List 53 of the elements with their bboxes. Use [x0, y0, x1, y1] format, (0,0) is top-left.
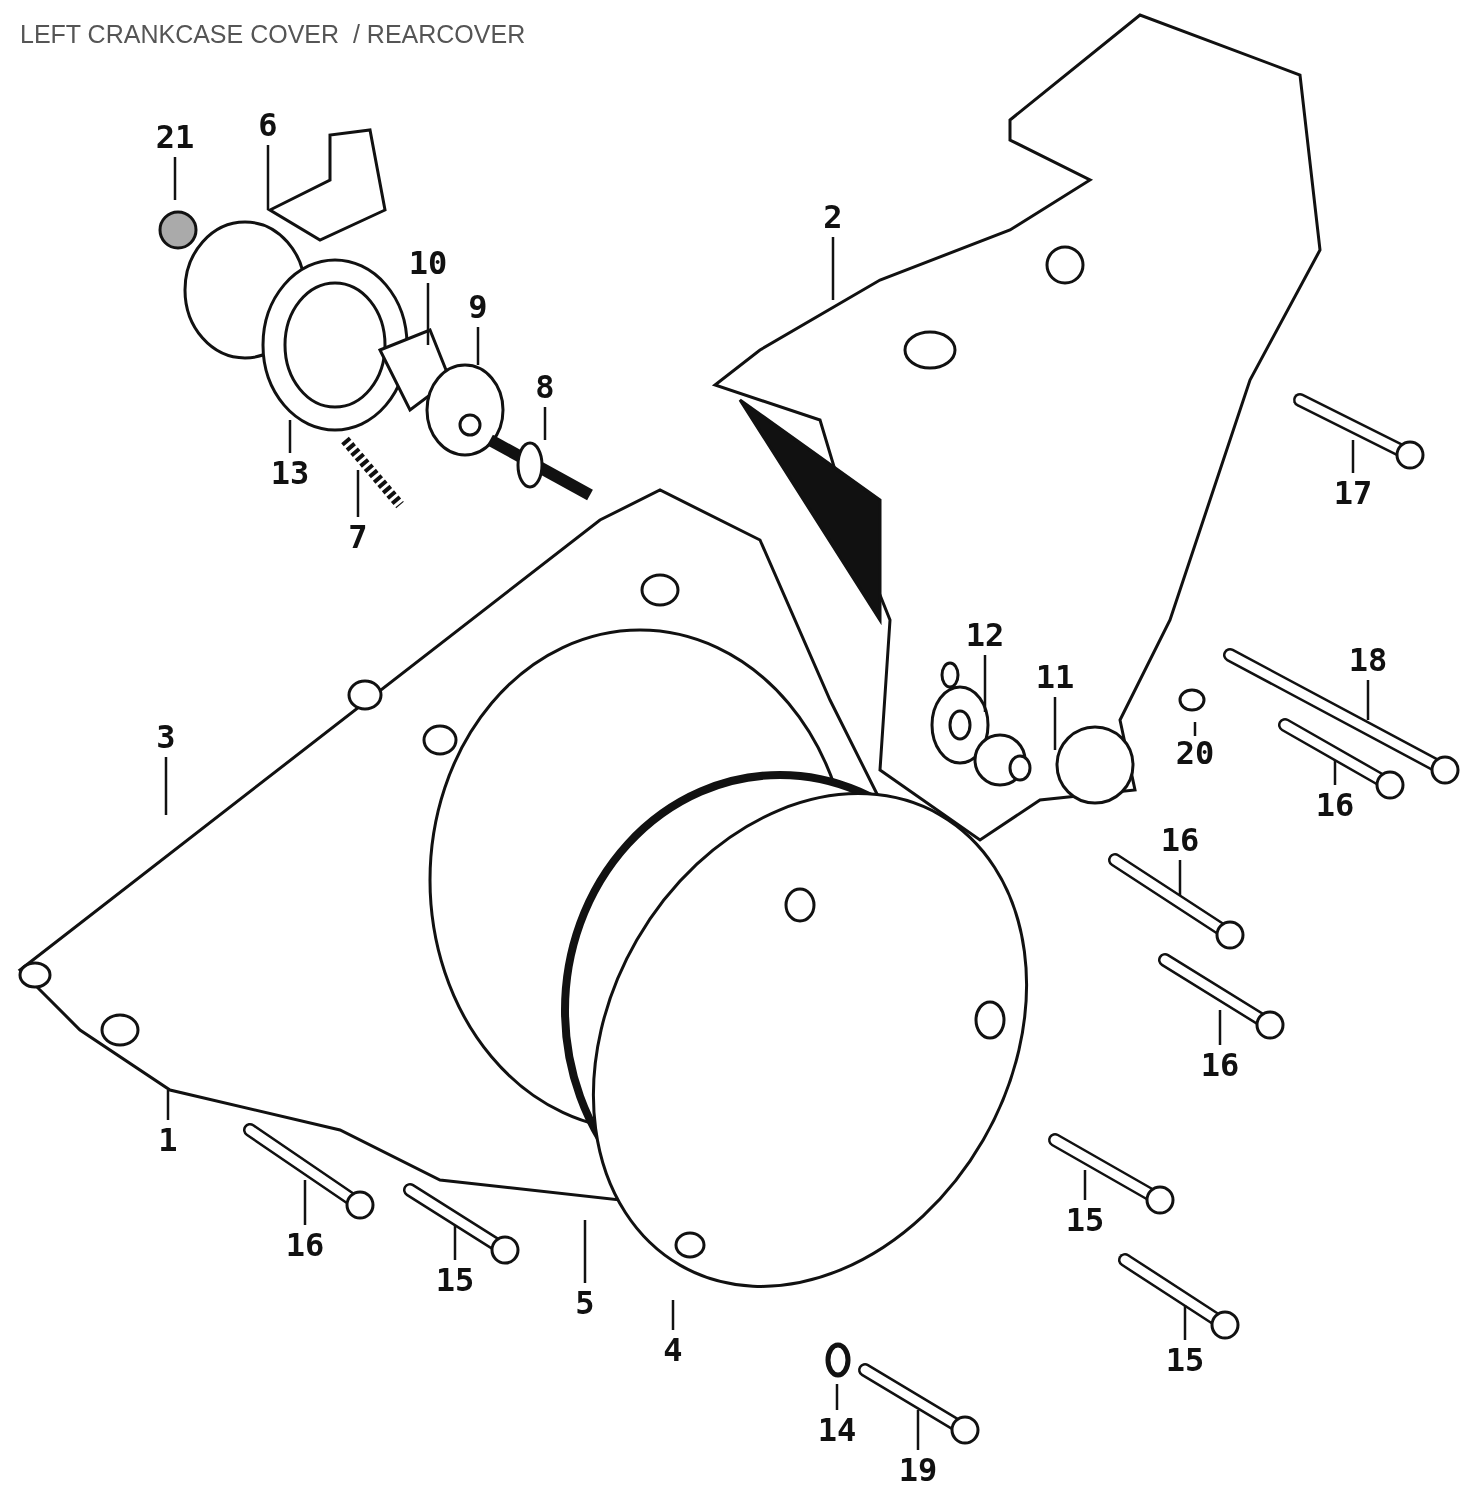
leader-line [1053, 697, 1057, 750]
callout-number: 9 [468, 291, 488, 323]
leader-line [671, 1300, 675, 1330]
leader-line [543, 407, 547, 440]
leader-line [288, 420, 292, 453]
leader-line [1333, 760, 1337, 785]
callout-number: 6 [258, 109, 278, 141]
callout-number: 17 [1333, 477, 1373, 509]
leader-line [1351, 440, 1355, 473]
leader-line [831, 237, 835, 300]
leader-line [476, 327, 480, 365]
leader-line [453, 1225, 457, 1260]
callout-number: 15 [435, 1264, 475, 1296]
leader-line [1366, 680, 1370, 720]
callout-number: 1 [158, 1124, 178, 1156]
diagram-title: LEFT CRANKCASE COVER / REARCOVER [20, 20, 526, 49]
callout-number: 5 [575, 1287, 595, 1319]
leader-line [303, 1180, 307, 1225]
callout-number: 16 [1160, 824, 1200, 856]
callout-number: 16 [1315, 789, 1355, 821]
callout-number: 12 [965, 619, 1005, 651]
leader-line [164, 757, 168, 815]
callout-number: 19 [898, 1454, 938, 1486]
leader-line [916, 1410, 920, 1450]
callout-number: 16 [1200, 1049, 1240, 1081]
leader-line [426, 283, 430, 345]
callout-number: 4 [663, 1334, 683, 1366]
leader-line [1193, 722, 1197, 736]
leader-line [583, 1220, 587, 1283]
leader-line [1083, 1170, 1087, 1200]
callout-number: 13 [270, 457, 310, 489]
callout-number: 20 [1175, 737, 1215, 769]
callout-number: 2 [823, 201, 843, 233]
leader-line [1183, 1305, 1187, 1340]
callout-number: 14 [817, 1414, 857, 1446]
leader-line [266, 145, 270, 210]
callout-number: 18 [1348, 644, 1388, 676]
leader-line [1218, 1010, 1222, 1045]
callout-number: 21 [155, 121, 195, 153]
callout-number: 15 [1065, 1204, 1105, 1236]
callout-number: 10 [408, 247, 448, 279]
callout-number: 15 [1165, 1344, 1205, 1376]
leader-line [356, 470, 360, 517]
leader-line [1178, 860, 1182, 895]
callout-number: 3 [156, 721, 176, 753]
leader-line [835, 1384, 839, 1410]
callout-number: 7 [348, 521, 368, 553]
leader-line [173, 157, 177, 200]
callout-number: 8 [535, 371, 555, 403]
leader-line [983, 655, 987, 712]
callout-number: 11 [1035, 661, 1075, 693]
leader-line [166, 1090, 170, 1120]
callout-number: 16 [285, 1229, 325, 1261]
